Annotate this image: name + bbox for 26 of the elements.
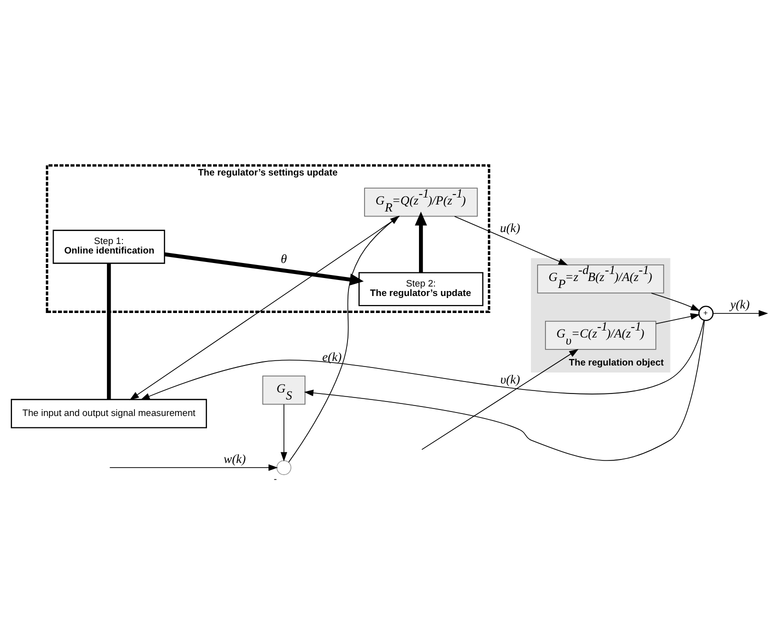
- arrow: [712, 310, 768, 316]
- node-box: The input and output signal measurement: [10, 398, 207, 428]
- arrow: [140, 319, 704, 400]
- node-circle: [276, 460, 292, 475]
- arrow: [130, 215, 400, 400]
- edge-label: θ: [280, 252, 287, 266]
- connector: [106, 263, 111, 399]
- node-circle: +: [698, 305, 714, 321]
- node-box: Step 2: The regulator’s update: [358, 272, 484, 306]
- arrow: [454, 215, 568, 265]
- edge-label: υ(k): [500, 372, 520, 386]
- arrow: [164, 252, 364, 286]
- arrow: [288, 215, 400, 462]
- arrow: [656, 312, 700, 324]
- edge-label: y(k): [730, 297, 750, 312]
- node-box: Step 1: Online identification: [52, 229, 166, 264]
- edge-label: e(k): [322, 349, 342, 364]
- arrow: [421, 348, 579, 450]
- arrow: [304, 320, 705, 460]
- node-label: -: [274, 472, 277, 484]
- edge-label: u(k): [500, 220, 520, 234]
- arrow: [109, 464, 278, 470]
- edge-label: w(k): [224, 451, 246, 466]
- arrow: [280, 404, 288, 462]
- arrow: [414, 211, 427, 272]
- arrow: [650, 292, 700, 310]
